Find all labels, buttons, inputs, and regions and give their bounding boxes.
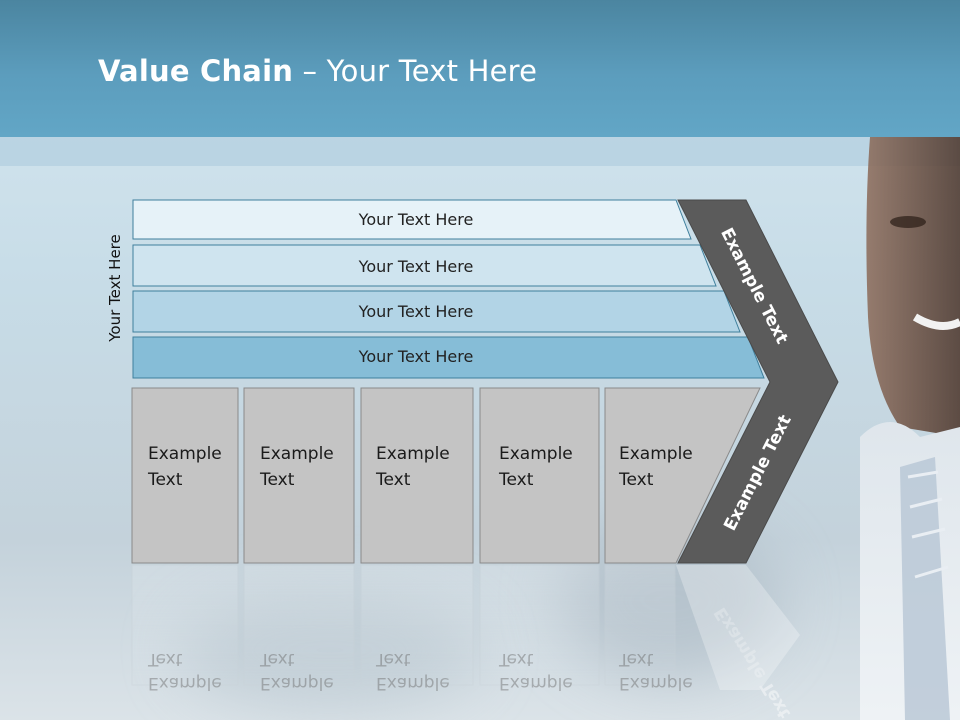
slide-title-bold: Value Chain	[98, 54, 294, 88]
box-3-line1: Example	[376, 444, 450, 464]
box-4-line2: Text	[498, 470, 534, 490]
reflection-text: Text	[375, 649, 411, 669]
activity-box-2	[243, 387, 355, 564]
reflection-text: Text	[147, 649, 183, 669]
box-2-line2: Text	[259, 470, 295, 490]
band-4-label: Your Text Here	[358, 347, 474, 366]
box-2-line1: Example	[260, 444, 334, 464]
slide-title: Value Chain – Your Text Here	[98, 54, 537, 88]
band-4	[132, 336, 765, 379]
box-3-line2: Text	[375, 470, 411, 490]
activity-box-3	[360, 387, 474, 564]
box-1-line1: Example	[148, 444, 222, 464]
band-2-label: Your Text Here	[358, 257, 474, 276]
band-3	[132, 290, 741, 333]
box-5-line1: Example	[619, 444, 693, 464]
band-3-label: Your Text Here	[358, 302, 474, 321]
reflection-text: Example	[499, 673, 573, 693]
reflection-text: Text	[498, 649, 534, 669]
header-strip	[0, 137, 960, 166]
reflection-text: Example	[619, 673, 693, 693]
box-4-line1: Example	[499, 444, 573, 464]
reflection-text: Example	[376, 673, 450, 693]
activity-box-4	[479, 387, 600, 564]
reflection-text: Example	[148, 673, 222, 693]
reflection-text: Example	[260, 673, 334, 693]
band-1-label: Your Text Here	[358, 210, 474, 229]
activity-box-1	[131, 387, 239, 564]
chevron-arrow	[677, 199, 839, 564]
band-2	[132, 244, 717, 287]
reflection-text: Text	[259, 649, 295, 669]
reflection-text: Text	[618, 649, 654, 669]
band-1	[132, 199, 692, 240]
person-photo	[860, 137, 960, 720]
header-bar	[0, 0, 960, 137]
box-5-line2: Text	[618, 470, 654, 490]
slide-title-rest: – Your Text Here	[293, 54, 538, 88]
box-1-line2: Text	[147, 470, 183, 490]
activity-box-5	[604, 387, 761, 564]
reflection: Text Example Text Example Text Example T…	[131, 564, 800, 720]
